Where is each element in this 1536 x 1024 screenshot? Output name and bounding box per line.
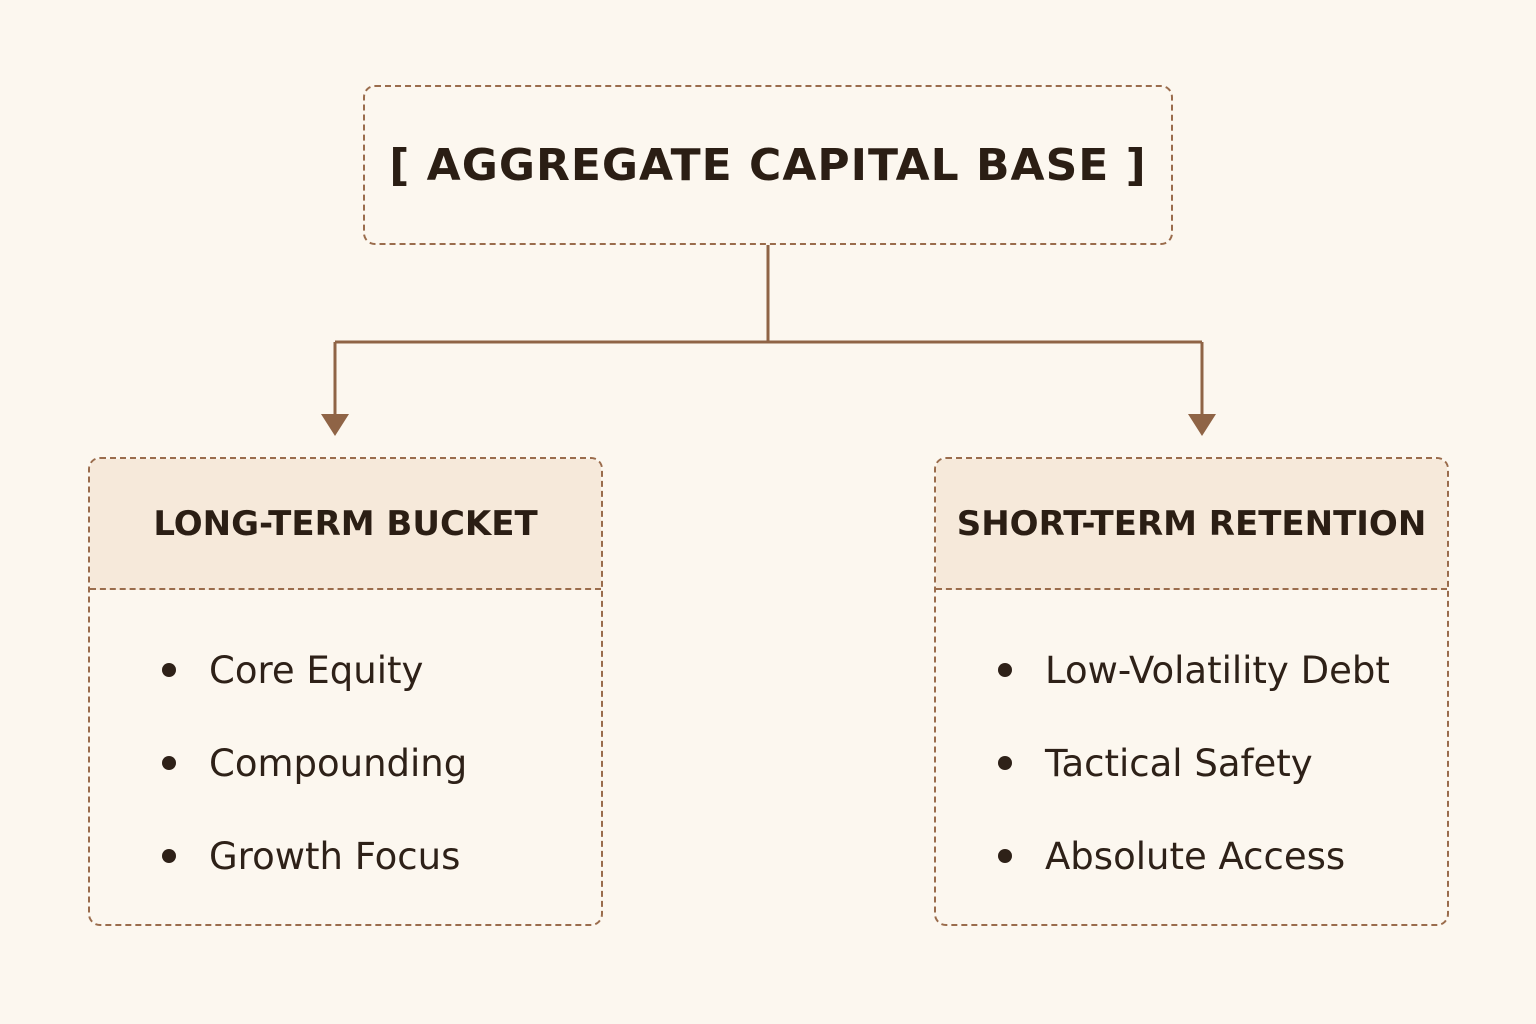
list-item-label: Core Equity [209, 648, 424, 692]
short-term-retention-node: SHORT-TERM RETENTION Low-Volatility Debt… [934, 457, 1449, 926]
list-item: Absolute Access [998, 831, 1345, 881]
bullet-icon [998, 849, 1012, 863]
arrow-left-icon [321, 414, 349, 436]
list-item-label: Absolute Access [1045, 834, 1346, 878]
list-item: Low-Volatility Debt [998, 645, 1390, 695]
bullet-icon [162, 663, 176, 677]
arrow-right-icon [1188, 414, 1216, 436]
long-term-bucket-title: LONG-TERM BUCKET [153, 503, 538, 544]
list-item-label: Compounding [209, 741, 468, 785]
list-item-label: Low-Volatility Debt [1045, 648, 1390, 692]
list-item: Core Equity [162, 645, 423, 695]
bullet-icon [998, 756, 1012, 770]
bullet-icon [162, 849, 176, 863]
list-item-label: Growth Focus [209, 834, 461, 878]
list-item: Growth Focus [162, 831, 460, 881]
bullet-icon [162, 756, 176, 770]
root-node: [ AGGREGATE CAPITAL BASE ] [363, 85, 1173, 245]
list-item-label: Tactical Safety [1045, 741, 1313, 785]
short-term-retention-title: SHORT-TERM RETENTION [956, 503, 1427, 544]
long-term-bucket-header: LONG-TERM BUCKET [90, 459, 601, 590]
list-item: Compounding [162, 738, 467, 788]
short-term-retention-header: SHORT-TERM RETENTION [936, 459, 1447, 590]
bullet-icon [998, 663, 1012, 677]
list-item: Tactical Safety [998, 738, 1313, 788]
root-title: [ AGGREGATE CAPITAL BASE ] [389, 139, 1147, 191]
long-term-bucket-node: LONG-TERM BUCKET Core Equity Compounding… [88, 457, 603, 926]
